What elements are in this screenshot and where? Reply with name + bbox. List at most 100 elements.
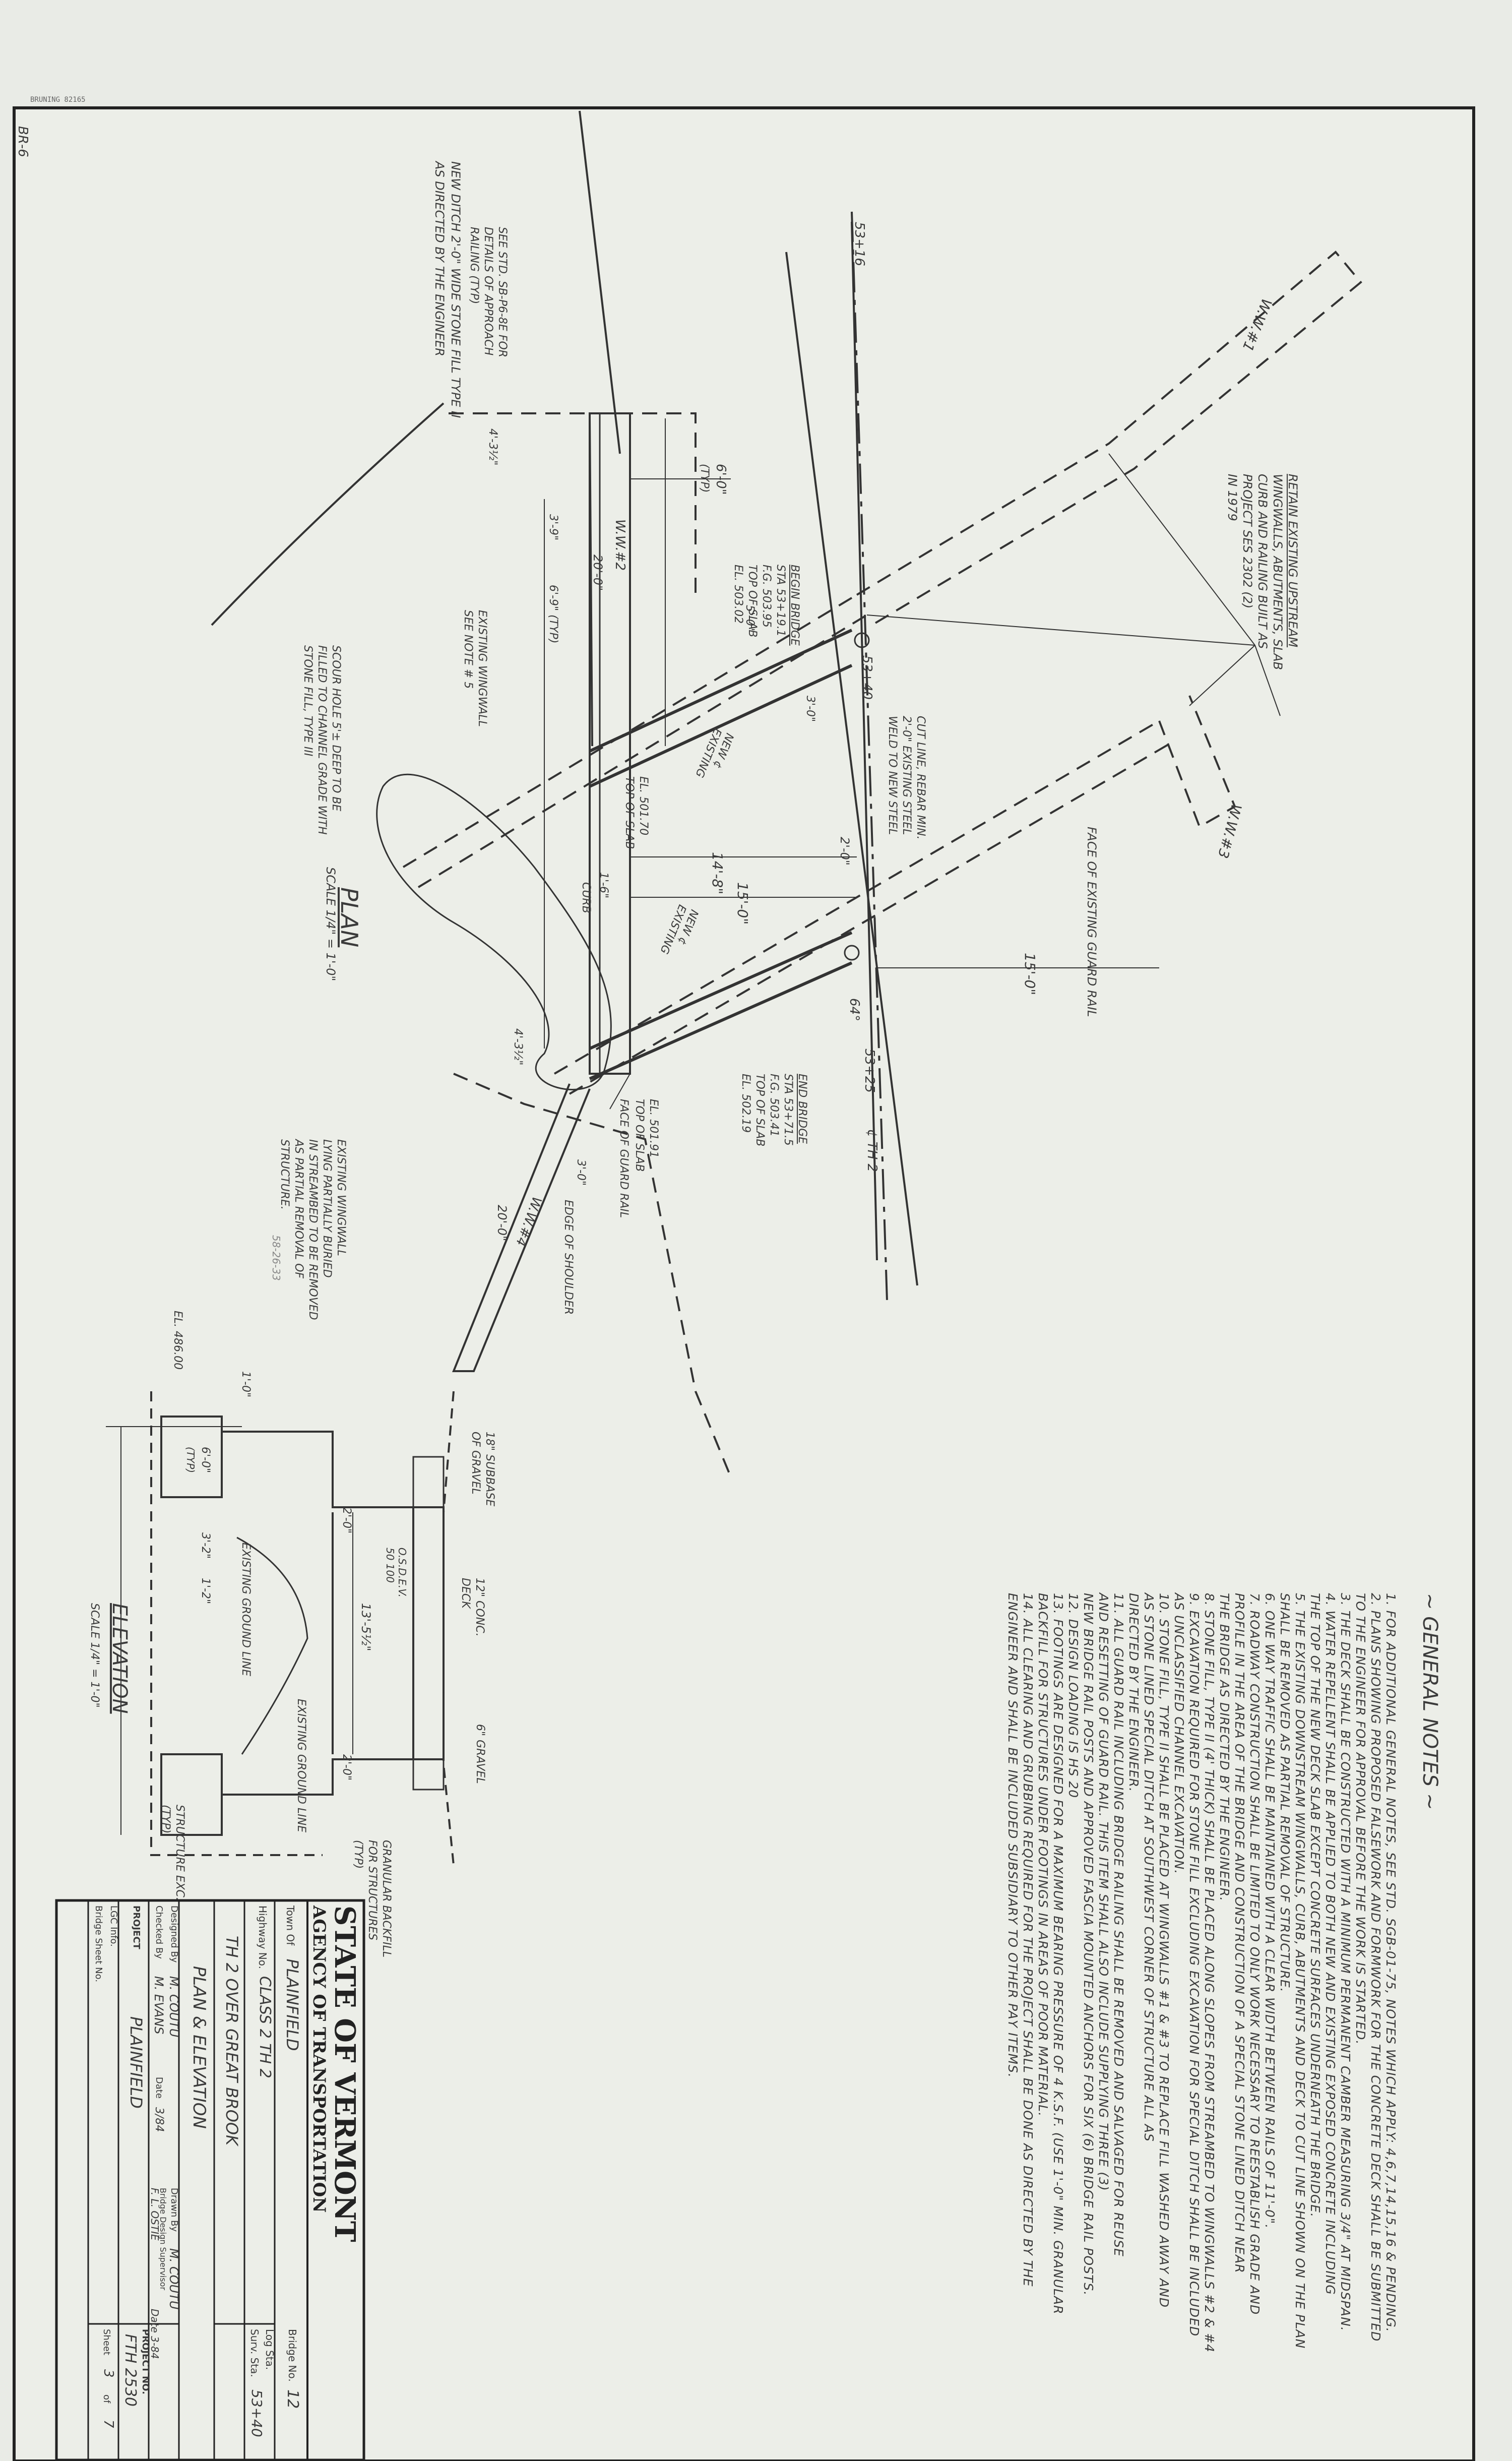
footing-left	[160, 1416, 223, 1498]
abutment-line	[589, 961, 853, 1080]
note-line: 8. STONE FILL, TYPE II (4' THICK) SHALL …	[1202, 1593, 1217, 2353]
note-line: 10. STONE FILL, TYPE II SHALL BE PLACED …	[1157, 1593, 1171, 2308]
surv-sta-label: Surv. Sta.	[248, 2329, 261, 2377]
checked-label: Checked By	[154, 1905, 164, 1959]
sheet-id: BR-6	[15, 126, 30, 157]
elevation-scale: SCALE 1/4" = 1'-0"	[88, 1603, 101, 1708]
dim-14-8: 14'-8"	[709, 852, 726, 895]
existing-wingwall-note: EXISTING WINGWALL SEE NOTE # 5	[462, 610, 488, 727]
elev-dim-6-0: 6'-0"	[199, 1447, 212, 1473]
note-line: DIRECTED BY THE ENGINEER.	[1126, 1593, 1141, 1793]
face-guard-rail: FACE OF GUARD RAIL	[617, 1099, 630, 1218]
station-mid-label: 53+40	[859, 655, 874, 700]
dim-13-5: 13'-5½"	[359, 1603, 373, 1651]
elev-typ: (TYP)	[184, 1447, 197, 1473]
dim-3-9: 3'-9"	[547, 514, 559, 541]
abutment-line	[589, 931, 853, 1050]
begin-bridge-note: BEGIN BRIDGE STA 53+19.1 F.G. 503.95 TOP…	[732, 565, 801, 646]
dim-3-0-plan: 3'-0"	[804, 696, 816, 722]
agency-title: AGENCY OF TRANSPORTATION	[309, 1905, 329, 2213]
wingwall-3	[1158, 695, 1236, 828]
dim-2-0: 2'-0"	[838, 837, 852, 866]
dim-6-0: 6'-0"	[713, 464, 728, 495]
crossing-title: TH 2 OVER GREAT BROOK	[222, 1936, 241, 2146]
note-line: 1. FOR ADDITIONAL GENERAL NOTES, SEE STD…	[1383, 1593, 1398, 2332]
abutment-line	[589, 629, 853, 753]
cutline-note: CUT LINE, REBAR MIN. 2'-0" EXISTING STEE…	[886, 716, 927, 840]
title-block-frame	[55, 1899, 365, 2461]
guard-rail-line	[785, 252, 918, 1286]
existing-ground-line-2: EXISTING GROUND LINE	[239, 1543, 252, 1677]
existing-abutment	[417, 614, 868, 888]
leader-line	[866, 614, 1255, 646]
general-notes-title: ~ GENERAL NOTES ~	[1418, 1593, 1441, 1810]
abutment-left	[222, 1431, 413, 1508]
note-line: 12. DESIGN LOADING IS HS 20	[1066, 1593, 1081, 1799]
lgc-label: LGC Info.	[108, 1905, 119, 1947]
surv-sta-value: 53+40	[248, 2389, 265, 2437]
road-edge-line	[579, 110, 621, 454]
note-line: AS STONE LINED SPECIAL DITCH AT SOUTHWES…	[1142, 1593, 1156, 2142]
subbase-line	[443, 1391, 455, 1866]
date-label: Date	[154, 2077, 164, 2099]
ditch-curve	[211, 402, 445, 626]
designed-label: Designed By	[169, 1905, 179, 1963]
el-486: EL. 486.00	[171, 1311, 184, 1370]
note-line: 7. ROADWAY CONSTRUCTION SHALL BE LIMITED…	[1247, 1593, 1262, 2315]
bridge-no-value: 12	[284, 2389, 301, 2409]
sheet-title: PLAN & ELEVATION	[189, 1966, 209, 2129]
sheet-label: Sheet	[101, 2329, 112, 2356]
date-value: 3/84	[153, 2107, 165, 2132]
dim-6-9: 6'-9" (TYP)	[547, 585, 559, 644]
wingwall-1	[856, 251, 1362, 626]
ww2-label: W.W.#2	[612, 519, 627, 571]
note-line: AS UNCLASSIFIED CHANNEL EXCAVATION.	[1172, 1593, 1186, 1875]
dim-1-6: 1'-6"	[597, 872, 610, 899]
note-line: 5. THE EXISTING DOWNSTREAM WINGWALLS, CU…	[1293, 1593, 1307, 2349]
note-line: TO THE ENGINEER FOR APPROVAL BEFORE THE …	[1353, 1593, 1368, 2045]
note-line: 3. THE DECK SHALL BE CONSTRUCTED WITH A …	[1338, 1593, 1353, 2331]
centerline-label: ¢ TH 2	[864, 1129, 879, 1173]
elev-dim-2-0: 2'-0"	[340, 1507, 353, 1534]
dim-3-0-low: 3'-0"	[575, 1159, 587, 1186]
sheet-border	[13, 106, 1475, 2461]
existing-abutment	[402, 594, 858, 868]
designed-value: M. COUTU	[167, 1976, 181, 2038]
ground-line	[236, 1536, 308, 1755]
station-right-label: 53+25	[862, 1049, 877, 1093]
edge-shoulder: EDGE OF SHOULDER	[562, 1200, 575, 1315]
sheet-row: LGC Info. Bridge Sheet No. Sheet 3 of 7	[91, 1905, 121, 2460]
curb-label: CURB	[580, 882, 592, 913]
note-line: AND RESETTING OF GUARD RAIL. THIS ITEM S…	[1096, 1593, 1111, 2191]
note-line: NEW BRIDGE RAIL POSTS AND APPROVED FASCI…	[1081, 1593, 1096, 2296]
note-line: BACKFILL FOR STRUCTURES UNDER FOOTINGS I…	[1036, 1593, 1050, 2117]
plan-title: PLAN	[336, 887, 363, 948]
note-line: ENGINEER AND SHALL BE INCLUDED SUBSIDIAR…	[1005, 1593, 1020, 2078]
general-notes: ~ GENERAL NOTES ~ 1. FOR ADDITIONAL GENE…	[1005, 1593, 1441, 2450]
project-label: PROJECT	[131, 1905, 142, 1949]
highway-row: Highway No. CLASS 2 TH 2 Log Sta. Surv. …	[247, 1905, 277, 2460]
dim-4-3-bottom: 4'-3½"	[512, 1028, 524, 1066]
dim-4-3-top: 4'-3½"	[486, 428, 499, 466]
town-row: Town Of PLAINFIELD Bridge No. 12	[277, 1905, 307, 2460]
bridge-sheet-label: Bridge Sheet No.	[93, 1905, 104, 1983]
face-existing-guard-rail: FACE OF EXISTING GUARD RAIL	[1085, 827, 1099, 1017]
note-line: 4. WATER REPELLENT SHALL BE APPLIED TO B…	[1323, 1593, 1338, 2295]
elevation-view	[106, 1391, 455, 1866]
existing-structure-outline	[453, 1073, 732, 1478]
highway-value: CLASS 2 TH 2	[256, 1976, 274, 2078]
town-value: PLAINFIELD	[283, 1958, 302, 2051]
plan-scale: SCALE 1/4" = 1'-0"	[324, 867, 338, 981]
note-line: PROFILE IN THE AREA OF THE BRIDGE AND CO…	[1232, 1593, 1247, 2273]
wingwall-4	[452, 1083, 591, 1372]
retain-note: RETAIN EXISTING UPSTREAM WINGWALLS, ABUT…	[1225, 474, 1300, 670]
centerline	[851, 211, 888, 1301]
wingwall-2	[589, 418, 593, 747]
leader-line	[1108, 453, 1255, 646]
elev-dim-2-0b: 2'-0"	[340, 1754, 353, 1781]
existing-structure-outline	[449, 412, 697, 595]
road-edge-line	[851, 221, 878, 1261]
project-row: PROJECT PLAINFIELD PROJECT NO. FTH 2530	[121, 1905, 151, 2460]
leader-line	[1189, 645, 1255, 706]
osd-note: O.S.D.E.V. 50 100	[384, 1548, 408, 1597]
